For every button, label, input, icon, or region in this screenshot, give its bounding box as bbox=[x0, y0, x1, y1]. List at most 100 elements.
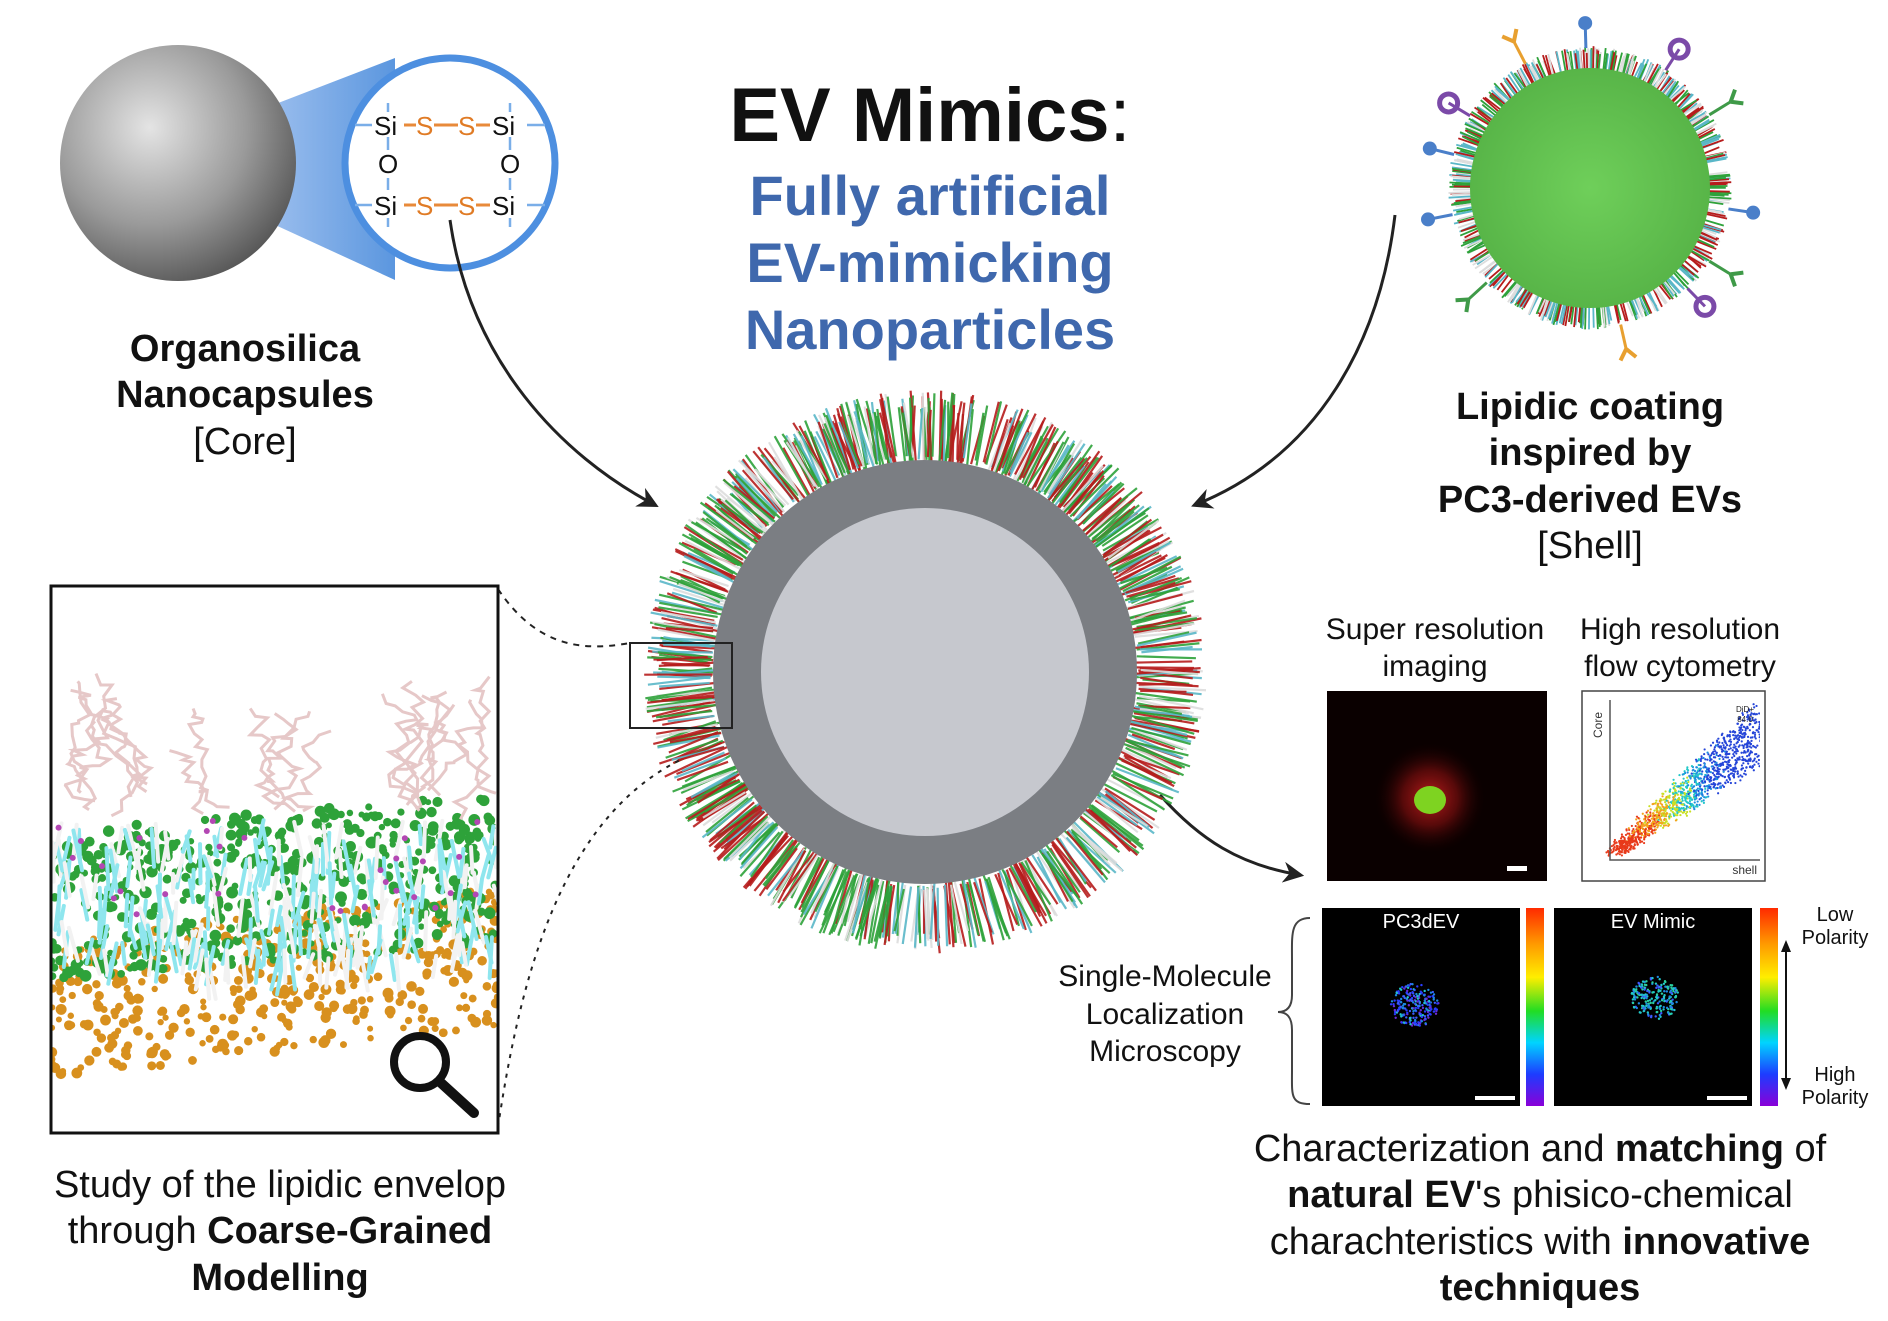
fc-event bbox=[1748, 709, 1751, 712]
lipid-strand bbox=[735, 477, 776, 520]
lipid-tail bbox=[120, 940, 127, 966]
orange-bead bbox=[270, 998, 280, 1008]
lipid-tail bbox=[347, 944, 354, 971]
localization-point bbox=[1666, 999, 1669, 1002]
fc-event bbox=[1709, 744, 1713, 747]
fc-event bbox=[1757, 754, 1760, 757]
lipid-tail bbox=[169, 941, 179, 974]
localization-point bbox=[1657, 990, 1660, 993]
shell-lipid-strand bbox=[1469, 112, 1493, 128]
localization-point bbox=[1660, 999, 1664, 1002]
fc-event bbox=[1660, 803, 1664, 806]
localization-point bbox=[1649, 978, 1653, 981]
green-bead bbox=[436, 920, 444, 928]
fc-event bbox=[1753, 731, 1757, 734]
fc-event bbox=[1667, 801, 1670, 804]
lipid-tail bbox=[458, 846, 466, 878]
orange-bead bbox=[287, 1004, 297, 1014]
localization-point bbox=[1427, 1016, 1430, 1019]
purple-bead bbox=[401, 835, 408, 842]
fc-event bbox=[1612, 844, 1615, 847]
fc-event bbox=[1741, 733, 1744, 736]
fc-event bbox=[1749, 719, 1752, 722]
fc-event bbox=[1686, 766, 1689, 769]
fc-event bbox=[1745, 766, 1748, 769]
localization-point bbox=[1418, 1002, 1421, 1005]
localization-point bbox=[1397, 992, 1401, 995]
smlm-brace bbox=[1277, 917, 1311, 1105]
shell-lipid-strand bbox=[1693, 239, 1717, 250]
lipid-strand bbox=[817, 421, 839, 479]
fc-gate-label: DiD+ bbox=[1736, 705, 1754, 714]
lipid-strand bbox=[1122, 565, 1173, 593]
fc-event bbox=[1738, 734, 1742, 738]
lipid-strand bbox=[656, 655, 708, 662]
lipid-strand bbox=[965, 883, 980, 936]
lipid-strand bbox=[1025, 855, 1059, 905]
localization-point bbox=[1675, 989, 1678, 992]
lipid-strand bbox=[670, 570, 729, 593]
lipid-tail bbox=[285, 915, 297, 959]
green-bead bbox=[230, 848, 240, 858]
fc-event bbox=[1715, 753, 1718, 757]
fc-event bbox=[1619, 839, 1622, 843]
fc-event bbox=[1623, 849, 1626, 853]
fc-event bbox=[1734, 747, 1738, 751]
orange-bead bbox=[230, 989, 237, 997]
fc-event bbox=[1684, 771, 1687, 775]
shell-lipid-strand bbox=[1702, 212, 1728, 220]
fc-event bbox=[1699, 759, 1703, 763]
orange-bead bbox=[51, 984, 58, 993]
fc-event bbox=[1722, 736, 1726, 739]
fc-event bbox=[1766, 738, 1768, 740]
fc-event bbox=[1669, 815, 1673, 818]
fc-event bbox=[1703, 775, 1706, 779]
fc-event bbox=[1660, 814, 1663, 818]
fc-event bbox=[1714, 787, 1717, 790]
localization-point bbox=[1671, 998, 1674, 1001]
green-bead bbox=[483, 812, 493, 822]
lipid-strand bbox=[942, 405, 947, 462]
lipid-tail bbox=[97, 885, 103, 918]
localization-point bbox=[1394, 994, 1398, 997]
fc-event bbox=[1712, 760, 1715, 763]
shell-lipid-strand bbox=[1555, 51, 1563, 76]
orange-bead bbox=[164, 1030, 175, 1040]
fc-event bbox=[1741, 767, 1745, 770]
orange-bead bbox=[59, 996, 67, 1004]
orange-bead bbox=[406, 981, 417, 992]
lipid-tail bbox=[236, 898, 245, 938]
orange-bead bbox=[205, 1034, 214, 1043]
fc-event bbox=[1701, 794, 1704, 797]
localization-point bbox=[1409, 982, 1412, 986]
fc-event bbox=[1744, 773, 1747, 776]
localization-point bbox=[1637, 1002, 1641, 1005]
orange-bead bbox=[77, 1064, 85, 1071]
fc-event bbox=[1694, 778, 1697, 781]
lipid-strand bbox=[723, 810, 766, 851]
fc-event bbox=[1668, 794, 1671, 797]
lipid-strand bbox=[1038, 443, 1065, 491]
purple-bead bbox=[377, 867, 384, 874]
fc-event bbox=[1750, 712, 1753, 715]
fc-event bbox=[1756, 744, 1759, 747]
green-bead bbox=[182, 917, 190, 925]
fc-event bbox=[1682, 809, 1686, 812]
lipid-tail bbox=[155, 884, 164, 919]
lipid-tail bbox=[211, 886, 221, 927]
fc-event bbox=[1649, 811, 1652, 814]
fc-event bbox=[1657, 821, 1660, 825]
localization-point bbox=[1654, 1015, 1657, 1018]
shell-label-line-1: Lipidic coating bbox=[1455, 386, 1725, 428]
fc-event bbox=[1615, 848, 1619, 851]
localization-point bbox=[1408, 984, 1411, 987]
fc-event bbox=[1638, 829, 1642, 833]
lipid-strand bbox=[873, 879, 891, 942]
green-bead bbox=[289, 864, 301, 876]
localization-point bbox=[1389, 1003, 1393, 1006]
orange-bead bbox=[55, 1016, 62, 1023]
fc-event bbox=[1637, 838, 1641, 841]
fc-event bbox=[1703, 752, 1706, 756]
localization-point bbox=[1650, 997, 1654, 1000]
fc-event bbox=[1613, 838, 1617, 842]
